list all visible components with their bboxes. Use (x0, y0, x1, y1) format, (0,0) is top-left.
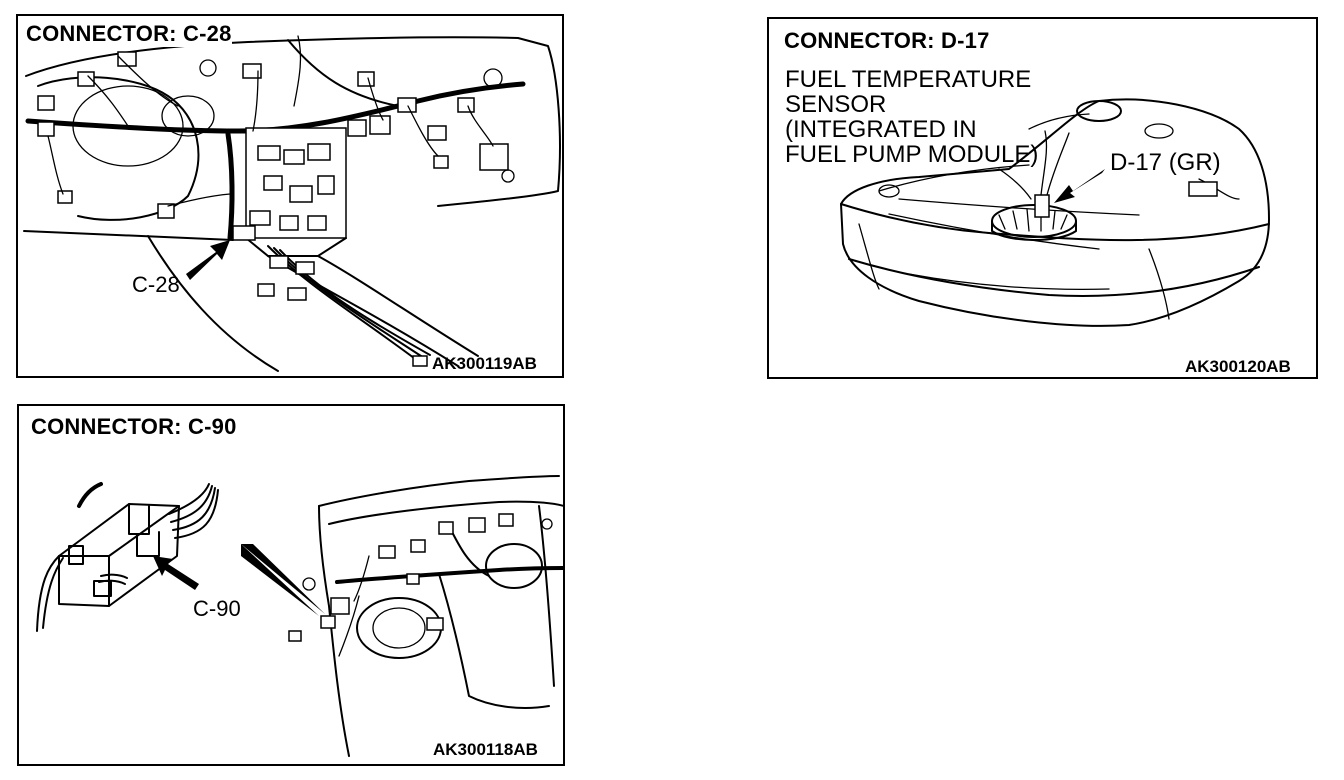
c90-callout-label: C-90 (193, 596, 241, 621)
c28-figure-code: AK300119AB (432, 354, 537, 373)
c90-connector-illustration (36, 475, 563, 757)
c28-panel-title: CONNECTOR: C-28 (26, 21, 232, 47)
sensor-label-line-4: FUEL PUMP MODULE) (785, 141, 1039, 168)
sensor-label-line-2: SENSOR (785, 91, 887, 118)
connector-c90-panel: CONNECTOR: C-90 C-90 AK300118AB (17, 404, 565, 766)
sensor-label-line-3: (INTEGRATED IN (785, 116, 977, 143)
d17-fuel-tank-illustration (840, 98, 1270, 327)
c90-figure-code: AK300118AB (433, 740, 538, 759)
c28-callout-label: C-28 (132, 272, 180, 297)
d17-callout-label: D-17 (GR) (1110, 149, 1221, 176)
sensor-label-line-1: FUEL TEMPERATURE (785, 66, 1032, 93)
d17-panel-title: CONNECTOR: D-17 (784, 28, 990, 54)
d17-figure-code: AK300120AB (1185, 357, 1291, 376)
fuel-temperature-sensor-label: FUEL TEMPERATURE SENSOR (INTEGRATED IN F… (785, 67, 1038, 167)
c90-panel-title: CONNECTOR: C-90 (31, 414, 237, 440)
connector-d17-panel: CONNECTOR: D-17 FUEL TEMPERATURE SENSOR … (767, 17, 1318, 379)
c28-dashboard-illustration (23, 35, 561, 372)
connector-c28-panel: CONNECTOR: C-28 C-28 AK300119AB (16, 14, 564, 378)
